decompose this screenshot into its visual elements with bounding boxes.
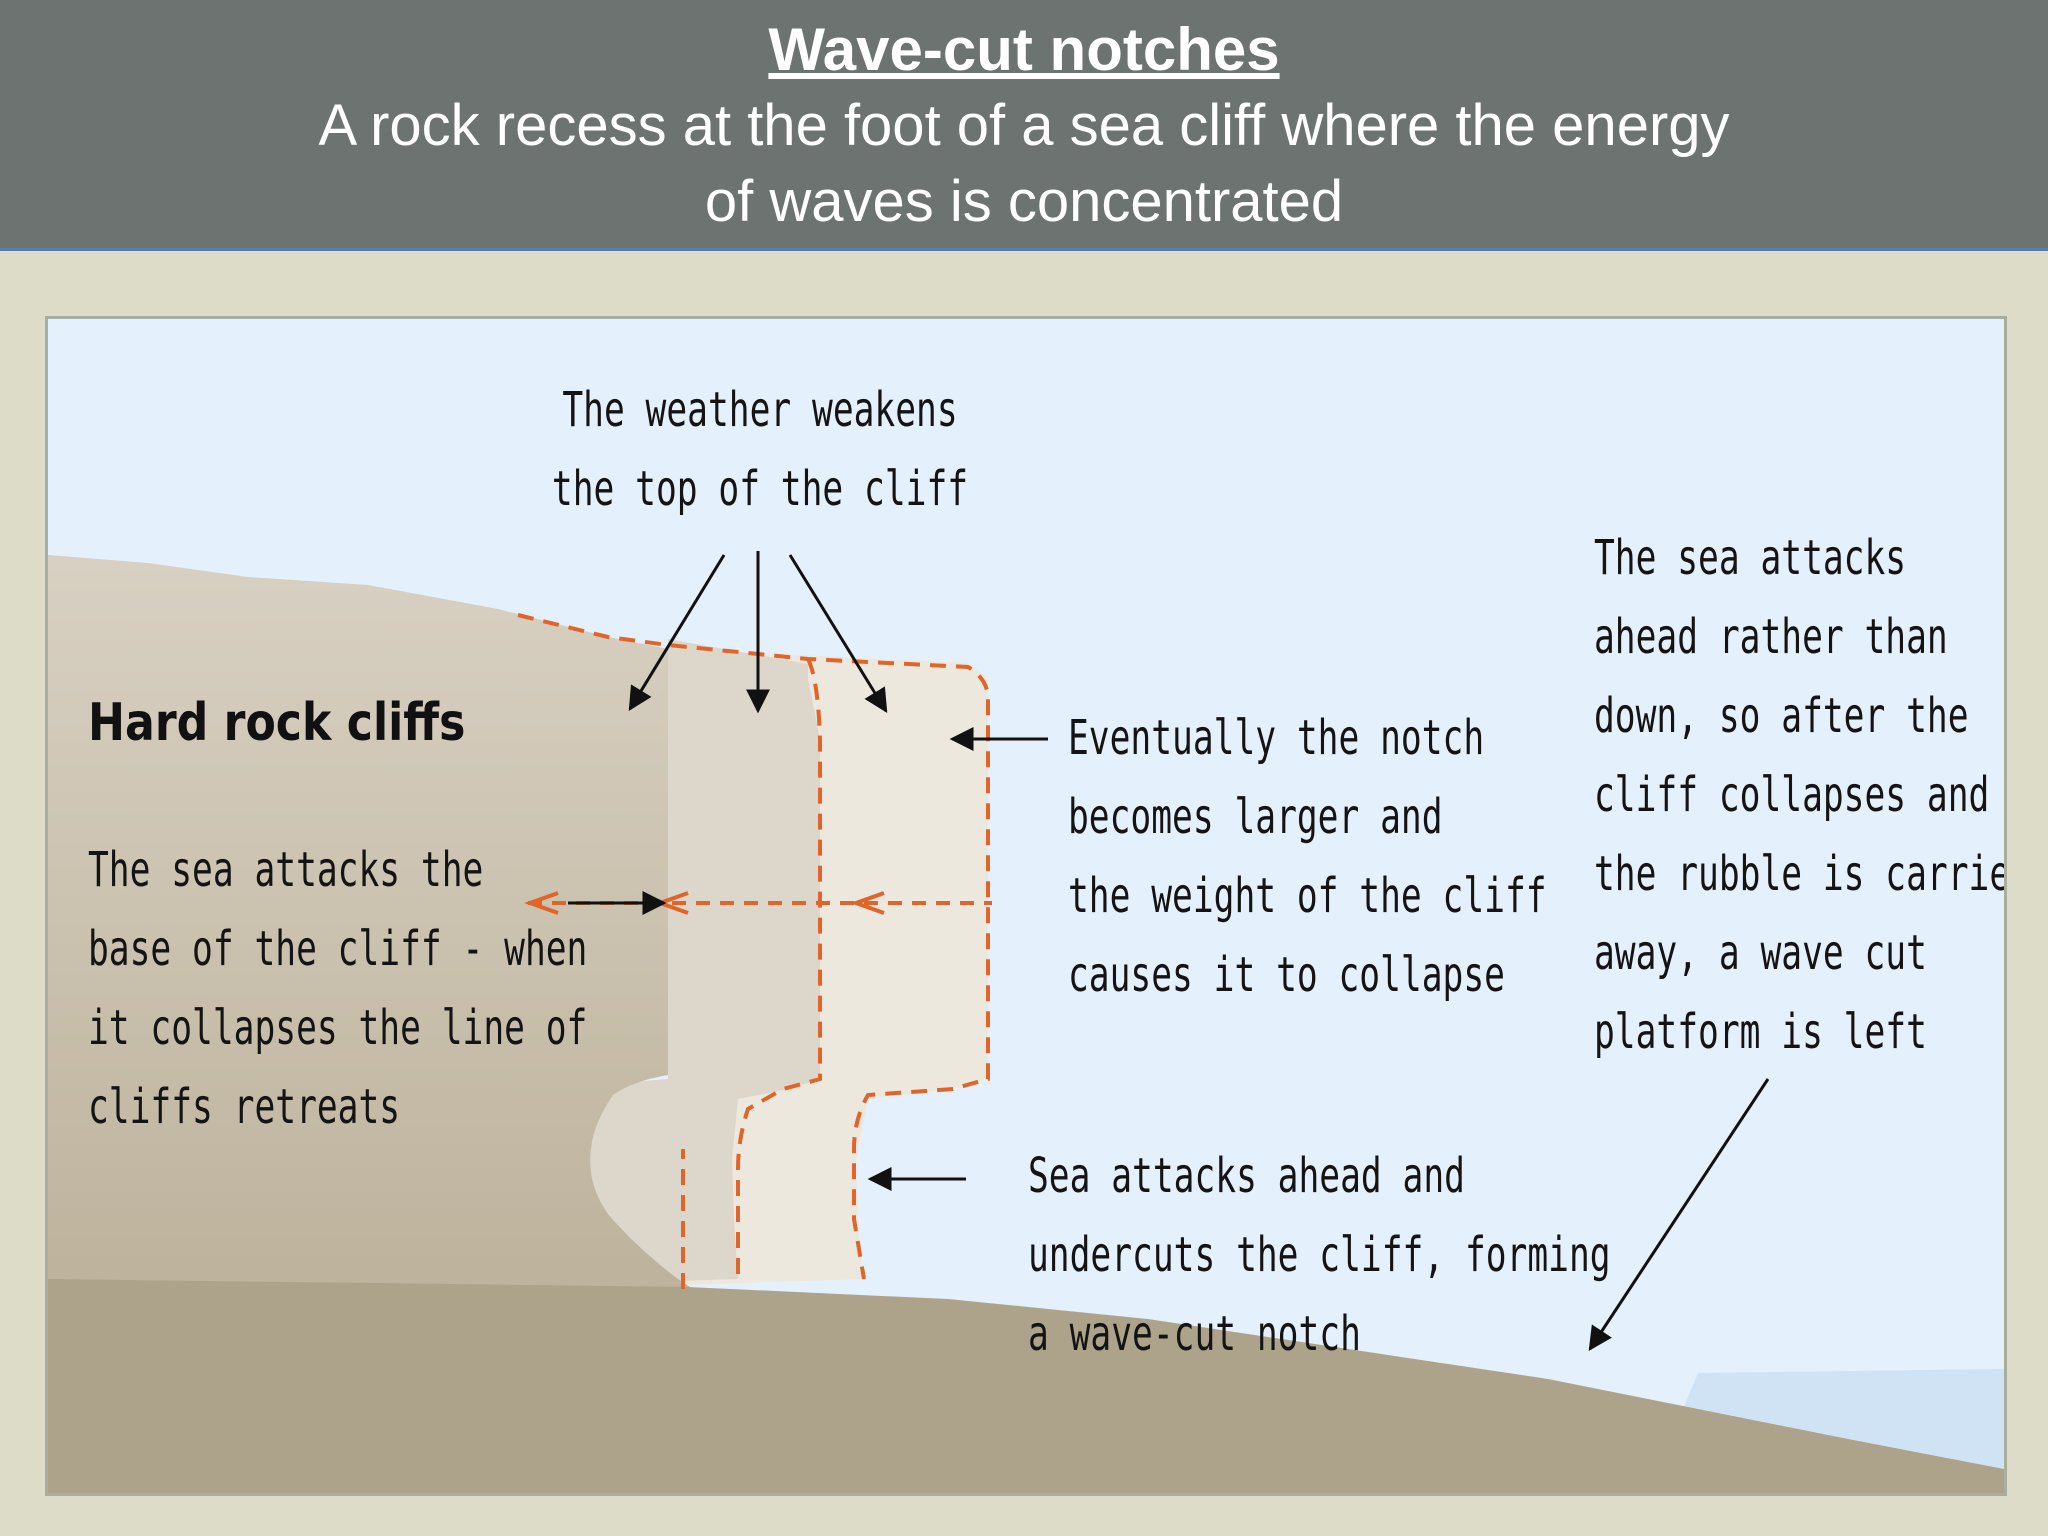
label-line: the rubble is carried — [1594, 846, 2007, 902]
label-line: undercuts the cliff, forming — [1028, 1227, 1611, 1283]
weather-arrow-left — [628, 554, 726, 712]
label-line: it collapses the line of — [88, 1000, 588, 1056]
wave-cut-platform — [48, 1279, 2004, 1493]
hard-rock-heading: Hard rock cliffs — [88, 693, 466, 753]
label-line: The weather weakens — [562, 382, 958, 438]
label-line: platform is left — [1594, 1004, 1927, 1060]
orange-arrowhead-3 — [850, 891, 885, 915]
label-line: cliff collapses and — [1594, 767, 1990, 823]
label-line: The sea attacks — [1594, 530, 1907, 586]
label-line: down, so after the — [1594, 688, 1969, 744]
label-platform: The sea attacks ahead rather than down, … — [1594, 519, 2007, 1072]
subtitle-line: of waves is concentrated — [704, 169, 1344, 234]
subtitle-line: A rock recess at the foot of a sea cliff… — [318, 93, 1730, 158]
label-undercut: Sea attacks ahead and undercuts the clif… — [1028, 1137, 1611, 1374]
label-line: base of the cliff - when — [88, 921, 588, 977]
slide-title: Wave-cut notches — [768, 16, 1280, 83]
slide-header: Wave-cut notches A rock recess at the fo… — [0, 0, 2048, 251]
label-line: becomes larger and — [1068, 789, 1443, 845]
label-line: away, a wave cut — [1594, 925, 1927, 981]
diagram-frame: The weather weakens the top of the cliff… — [45, 316, 2007, 1496]
label-weather: The weather weakens the top of the cliff — [522, 371, 997, 529]
label-line: a wave-cut notch — [1028, 1306, 1361, 1362]
label-line: ahead rather than — [1594, 609, 1948, 665]
label-line: Sea attacks ahead and — [1028, 1148, 1465, 1204]
label-sea-attacks-base: The sea attacks the base of the cliff - … — [88, 831, 587, 1147]
label-line: Eventually the notch — [1068, 710, 1485, 766]
platform-arrow — [1588, 1078, 1770, 1352]
label-line: the top of the cliff — [551, 461, 969, 517]
label-notch-larger: Eventually the notch becomes larger and … — [1068, 699, 1547, 1015]
slide-subtitle: A rock recess at the foot of a sea cliff… — [0, 88, 2048, 240]
cliff-main — [48, 555, 2004, 1493]
label-line: causes it to collapse — [1068, 947, 1505, 1003]
cliff-layer-mid — [572, 639, 820, 1284]
orange-arrowhead-1 — [524, 891, 559, 915]
dashed-outline-1 — [517, 613, 990, 1280]
dashed-outline-2 — [736, 658, 822, 1279]
weather-arrow-right — [788, 554, 888, 714]
cliff-diagram — [48, 551, 2004, 1493]
label-line: The sea attacks the — [88, 842, 484, 898]
label-line: cliffs retreats — [88, 1079, 401, 1135]
label-line: the weight of the cliff — [1068, 868, 1547, 924]
